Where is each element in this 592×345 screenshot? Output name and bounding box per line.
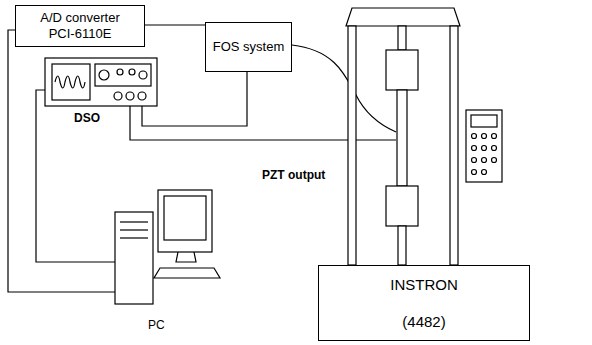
- computer-label: PC: [148, 318, 165, 332]
- column: [450, 26, 458, 265]
- instron-base: INSTRON (4482): [318, 265, 530, 341]
- dso-jack: [126, 92, 134, 100]
- pc-tower: [115, 212, 153, 304]
- dso-screen: [52, 64, 90, 100]
- fos-box: FOS system: [205, 22, 292, 72]
- specimen: [397, 90, 407, 186]
- dso-knob: [129, 69, 135, 75]
- connector-wire: [145, 24, 205, 25]
- instrument-label: DSO: [74, 111, 100, 125]
- box-label: A/D converter PCI-6110E: [28, 10, 132, 41]
- dso-pc-wire: [36, 90, 115, 262]
- pc-keyboard: [154, 268, 220, 278]
- box-label: (4482): [402, 313, 445, 331]
- converter-box: A/D converter PCI-6110E: [15, 5, 145, 47]
- pc-stand: [176, 252, 196, 262]
- lower-grip: [386, 186, 418, 226]
- upper-grip: [386, 50, 418, 90]
- box-label: FOS system: [213, 39, 285, 55]
- dso-knob: [117, 69, 123, 75]
- dso-wave: [55, 76, 85, 88]
- fos-dso-wire: [142, 72, 247, 126]
- dso-body: [45, 58, 157, 106]
- dso-knob: [99, 70, 109, 80]
- column: [348, 26, 356, 265]
- rod: [398, 226, 406, 265]
- rod: [398, 26, 406, 50]
- control-panel: [466, 110, 502, 182]
- dso-jack: [138, 92, 146, 100]
- optical-fiber: [292, 45, 396, 132]
- crosshead: [346, 8, 460, 26]
- signal-label: PZT output: [262, 168, 325, 182]
- dso-knob: [139, 71, 147, 79]
- pc-monitor: [158, 190, 212, 252]
- box-label: INSTRON: [390, 276, 458, 294]
- dso-panel: [95, 64, 151, 86]
- dso-jack: [114, 92, 122, 100]
